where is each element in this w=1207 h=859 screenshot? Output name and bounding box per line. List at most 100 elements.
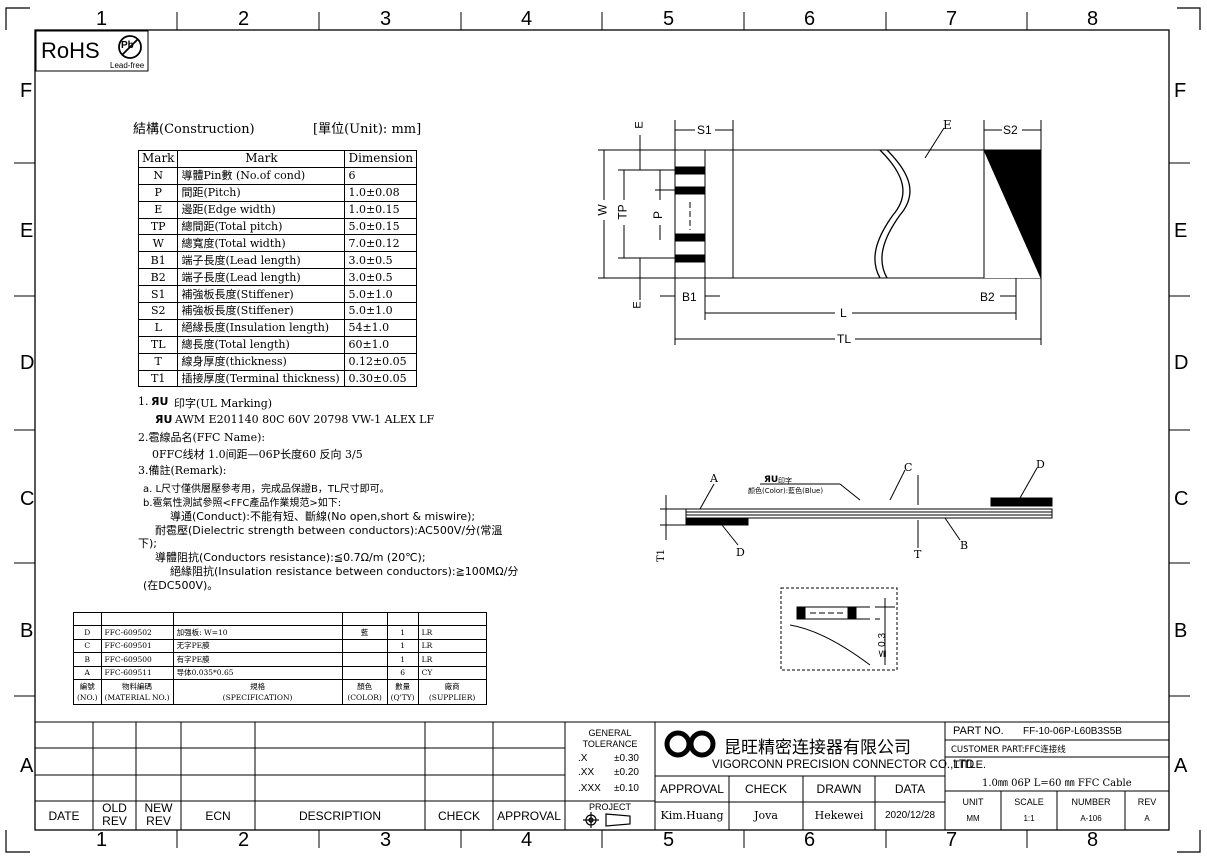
note-3a: a. L尺寸僅供層壓參考用，完成品保證B，TL尺寸即可。 (143, 484, 390, 495)
svg-text:ЯU: ЯU (151, 395, 168, 408)
tol-xx: .XX (578, 767, 595, 778)
note-2: 2.雹線品名(FFC Name): (138, 431, 266, 444)
vigorconn-logo-icon (664, 730, 716, 758)
zone-row-c-right: C (1174, 488, 1189, 510)
bom-material: FFC-609511 (100, 665, 174, 680)
zone-row-f: F (20, 80, 33, 102)
dim-b2: B2 (980, 290, 995, 304)
row-desc: 總寬度(Total width) (177, 234, 346, 253)
zone-row-b: B (20, 620, 34, 642)
row-desc: 邊距(Edge width) (177, 200, 346, 219)
approval-header: APPROVAL (660, 782, 724, 796)
projection-symbol-icon (583, 812, 631, 828)
row-desc: 總長度(Total length) (177, 335, 346, 354)
approval-value: Kim.Huang (660, 809, 724, 822)
row-mark: P (137, 183, 179, 202)
row-mark: T (137, 352, 179, 371)
dim-e-label: E (943, 118, 952, 132)
header-mark: Mark (137, 150, 179, 168)
header-dimension: Dimension (344, 150, 418, 168)
dim-e-bottom: E (631, 301, 644, 309)
bom-supplier: LR (417, 652, 487, 667)
tol-x: .X (578, 753, 588, 764)
zone-row-a: A (20, 755, 34, 777)
note-3b: b.雹氣性測試參照<FFC產品作業規范>如下: (143, 498, 342, 509)
header-mark-desc: Mark (177, 150, 346, 168)
data-header: DATA (894, 782, 926, 796)
rev-header-new: NEW REV (144, 801, 173, 828)
zone-row-d: D (20, 352, 35, 374)
drawn-header: DRAWN (816, 782, 862, 796)
zone-col-4: 4 (521, 8, 533, 30)
pb-icon (118, 35, 142, 59)
row-desc: 補強板長度(Stiffener) (177, 285, 346, 304)
row-dim: 5.0±1.0 (344, 302, 418, 320)
bom-no: B (73, 652, 102, 667)
zone-col-6-bottom: 6 (804, 829, 816, 851)
row-dim: 7.0±0.12 (344, 234, 418, 253)
dim-s1: S1 (697, 123, 712, 137)
project-label: PROJECT (588, 802, 631, 812)
bom-spec: 无字PE膜 (172, 638, 343, 654)
rev-header-approval: APPROVAL (497, 809, 561, 823)
dim-e-top: E (633, 121, 646, 129)
zone-row-c: C (20, 488, 35, 510)
detail-le03: ≦ 0.3 (877, 632, 889, 659)
title-value: 1.0㎜ 06P L=60 ㎜ FFC Cable (982, 778, 1132, 789)
rev-header-date: DATE (48, 809, 80, 823)
ul-mark-icon: ЯU ЯU (151, 395, 172, 426)
detail-view (780, 587, 898, 671)
callout-b: B (960, 539, 969, 552)
dim-s2: S2 (1003, 123, 1018, 137)
zone-col-3: 3 (380, 8, 392, 30)
row-desc: 間距(Pitch) (177, 183, 346, 202)
table-header-row: Mark Mark Dimension (137, 150, 418, 168)
print-label: 印字 (778, 477, 792, 485)
bom-h-mat-en: (MATERIAL NO.) (104, 692, 170, 702)
zone-col-4-bottom: 4 (521, 829, 533, 851)
note-3: 3.備註(Remark): (138, 464, 227, 477)
bom-h-qty-zh: 數量 (395, 681, 411, 691)
unit-label: [單位(Unit): mm] (313, 122, 422, 137)
row-mark: S1 (137, 285, 179, 304)
bom-spec: 有字PE膜 (172, 652, 343, 667)
zone-ticks (14, 12, 1190, 848)
scale-header: SCALE (1014, 797, 1044, 807)
row-desc: 絕緣長度(Insulation length) (177, 318, 346, 337)
bom-no: C (73, 638, 102, 654)
row-dim: 0.30±0.05 (344, 369, 418, 388)
bom-qty: 1 (386, 638, 419, 654)
bom-h-no-zh: 編號 (79, 681, 95, 691)
scale-value: 1:1 (1023, 814, 1035, 823)
bom-h-sup-zh: 廠商 (444, 681, 460, 691)
row-dim: 3.0±0.5 (344, 268, 418, 287)
callout-a: A (710, 472, 718, 485)
row-dim: 6 (344, 166, 418, 185)
bom-material: FFC-609500 (100, 652, 174, 667)
row-desc: 導體Pin數 (No.of cond) (177, 166, 346, 185)
row-dim: 0.12±0.05 (344, 352, 418, 371)
customer-part: CUSTOMER PART:FFC连接线 (951, 745, 1066, 755)
bom-h-no-en: (NO.) (77, 692, 98, 702)
check-value: Jova (754, 809, 778, 822)
tol-xx-val: ±0.20 (614, 767, 639, 778)
number-value: A-106 (1080, 814, 1102, 823)
ffc-top-view (598, 120, 1042, 345)
bom-no: D (73, 625, 102, 640)
lead-free-label: Lead-free (110, 61, 145, 70)
row-mark: TL (137, 335, 179, 354)
note-3b2: 耐雹壓(Dielectric strength between conducto… (155, 524, 503, 537)
bom-blank-row (73, 611, 487, 627)
rohs-label: RoHS (41, 38, 100, 63)
row-dim: 5.0±0.15 (344, 217, 418, 236)
dim-w: W (595, 204, 610, 216)
zone-col-1-bottom: 1 (96, 829, 108, 851)
